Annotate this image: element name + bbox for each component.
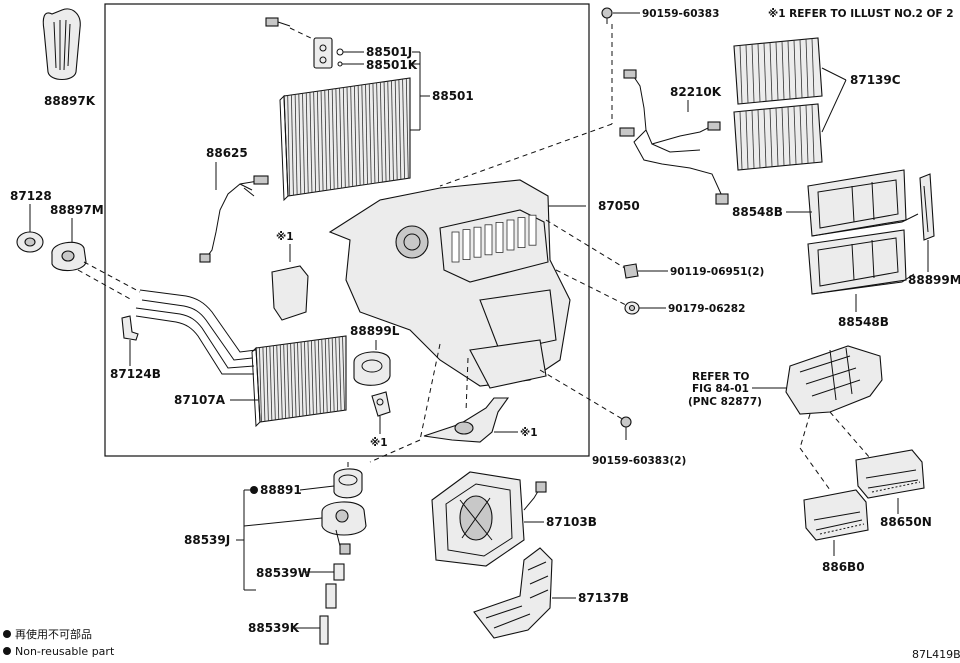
label-88891: 88891 [260, 483, 302, 497]
label-88625: 88625 [206, 146, 248, 160]
screw-90159-top-icon [601, 7, 613, 24]
sensor-wire-icon [199, 175, 269, 263]
label-88539J: 88539J [184, 533, 230, 547]
label-90119-06951: 90119-06951(2) [670, 266, 764, 278]
legend-line-2: Non-reusable part [15, 645, 115, 658]
label-87128: 87128 [10, 189, 52, 203]
non-reusable-mark-icon [250, 486, 258, 494]
grommet-88897M-icon [51, 241, 87, 272]
figure-code: 87L419B [912, 648, 960, 661]
label-90179-06282: 90179-06282 [668, 303, 745, 315]
label-87107A: 87107A [174, 393, 226, 407]
label-88501K: 88501K [366, 58, 418, 72]
bracket-87124B-icon [121, 315, 139, 341]
foam-88899L-icon [353, 351, 391, 386]
foam-pad-icon [271, 265, 309, 321]
label-87137B: 87137B [578, 591, 629, 605]
label-88899M: 88899M [908, 273, 960, 287]
label-88548B-lower: 88548B [838, 315, 889, 329]
part-88897K-icon [42, 8, 81, 81]
label-82210K: 82210K [670, 85, 722, 99]
heater-core-icon [251, 335, 347, 428]
label-88539W: 88539W [256, 566, 311, 580]
rod-88539W-icon [333, 563, 345, 581]
label-88897M: 88897M [50, 203, 104, 217]
grommet-87128-icon [16, 231, 44, 253]
wire-harness-icon [619, 69, 729, 205]
mark-1-a: ※1 [276, 231, 294, 243]
air-filter-87139C-lower-icon [733, 103, 823, 171]
blower-motor-87103B-icon [431, 471, 547, 567]
legend-dot-icon-2 [3, 647, 11, 655]
label-88501: 88501 [432, 89, 474, 103]
screw-90159-bottom-icon [620, 416, 632, 440]
legend-dot-icon [3, 630, 11, 638]
control-module-82877-icon [785, 345, 883, 415]
cap-88891-icon [333, 468, 363, 499]
note-refer-illust: ※1 REFER TO ILLUST NO.2 OF 2 [768, 8, 954, 20]
mark-1-c: ※1 [520, 427, 538, 439]
evaporator-icon [279, 77, 411, 202]
duct-icon [423, 397, 510, 443]
servo-88539J-icon [321, 501, 367, 555]
air-filter-87139C-upper-icon [733, 37, 823, 105]
label-87103B: 87103B [546, 515, 597, 529]
label-88650N: 88650N [880, 515, 932, 529]
label-87050: 87050 [598, 199, 640, 213]
heater-unit-assembly-icon [328, 179, 571, 389]
filter-frame-lower-icon [807, 229, 915, 295]
refer-line-2: FIG 84-01 [692, 383, 749, 395]
label-88539K: 88539K [248, 621, 300, 635]
assembly-frame [104, 3, 590, 457]
o-ring-icon [336, 48, 344, 56]
filter-frame-upper-icon [807, 169, 919, 237]
clip-90119-icon [623, 263, 639, 279]
clip-90179-icon [624, 301, 640, 315]
legend-line-1: 再使用不可部品 [15, 627, 92, 641]
mark-1-b: ※1 [370, 437, 388, 449]
screw-icon [265, 17, 291, 27]
label-886B0: 886B0 [822, 560, 865, 574]
label-87139C: 87139C [850, 73, 901, 87]
servo-motor-icon [371, 391, 391, 417]
expansion-valve-icon [313, 37, 333, 69]
label-87124B: 87124B [110, 367, 161, 381]
label-88548B-upper: 88548B [732, 205, 783, 219]
label-90159-60383-2: 90159-60383(2) [592, 455, 686, 467]
o-ring-small-icon [337, 61, 343, 67]
ecu-88650N-icon [855, 449, 925, 499]
label-90159-60383: 90159-60383 [642, 8, 719, 20]
duct-87137B-icon [473, 547, 553, 639]
label-88899L: 88899L [350, 324, 400, 338]
refer-line-1: REFER TO [692, 371, 750, 383]
refer-line-3: (PNC 82877) [688, 396, 762, 408]
rod-88539K-icon [319, 583, 337, 645]
label-88501J: 88501J [366, 45, 412, 59]
seal-88899M-icon [919, 173, 935, 241]
label-88897K: 88897K [44, 94, 96, 108]
heater-pipes-icon [135, 289, 257, 375]
ecu-886B0-icon [803, 489, 869, 541]
